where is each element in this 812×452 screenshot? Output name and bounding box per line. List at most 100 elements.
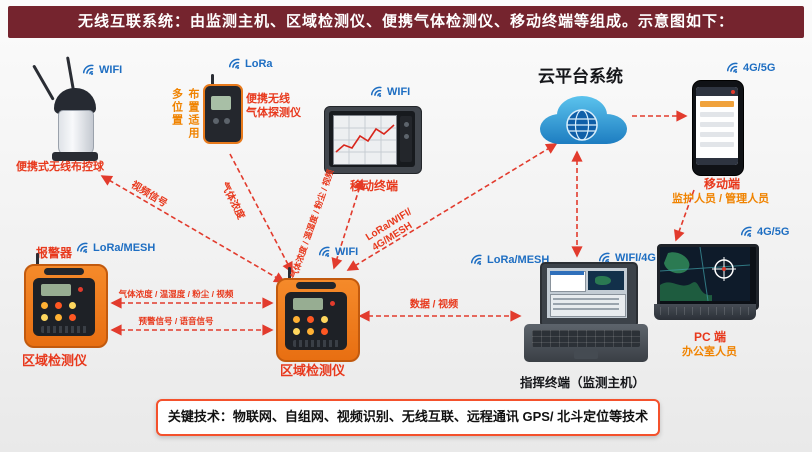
detector-handle [296,282,336,289]
edge-label-video-signal: 视频信号 [128,179,169,210]
key-technology-box: 关键技术：物联网、自组网、视频识别、无线互联、远程通讯 GPS/ 北斗定位等技术 [156,399,660,436]
gas-detector-button [213,118,219,124]
wifi-badge-center-detector: WIFI [318,246,358,258]
phone-row [700,101,734,107]
conn-label: LoRa [245,58,273,70]
4g5g-badge-phone: 4G/5G [726,62,775,74]
phone-label: 移动端 [704,177,741,191]
tablet-chart [333,115,397,165]
gas-detector-button [224,118,230,124]
conn-label: LoRa/MESH [93,242,156,254]
edge-label-warning-voice: 预警信号 / 语音信号 [138,316,214,326]
conn-label: WIFI [387,86,411,98]
indicator-light [321,328,328,335]
pc-device [652,244,759,328]
speaker-grill [293,340,339,347]
cloud-title: 云平台系统 [538,67,623,86]
indicator-light [293,316,300,323]
camera-dome [54,88,96,114]
map-window-blob [595,276,611,285]
pc-key-rows [660,307,750,315]
title-banner: 无线互联系统：由监测主机、区域检测仪、便携气体检测仪、移动终端等组成。示意图如下… [8,6,804,38]
detector-handle [44,268,84,275]
wifi-badge-ballcam: WIFI [82,64,122,76]
area-detector-left-label: 区域检测仪 [22,353,88,368]
speaker-grill [41,326,87,333]
area-detector-center-label: 区域检测仪 [280,363,346,378]
arrow-ballcam-detector [100,175,286,283]
area-detector-center-device [276,267,360,362]
terminal-keyboard [532,330,640,347]
lora-mesh-badge-terminal: LoRa/MESH [470,254,549,266]
conn-label: WIFI [335,246,359,258]
ball-camera-label: 便携式无线布控球 [16,161,104,173]
pc-screen [657,244,759,310]
phone-row [700,122,734,127]
chart-trace [334,116,396,164]
indicator-light [293,328,300,335]
wifi-icon [470,254,482,266]
gas-detector-body [203,84,243,144]
indicator-light [321,316,328,323]
status-led [330,301,335,306]
wifi-icon [370,86,382,98]
cloud-icon [540,96,627,144]
area-detector-left-device [24,253,108,348]
cloud-platform [534,86,630,148]
wifi-icon [318,246,330,258]
indicator-light [307,328,314,335]
indicator-light [55,314,62,321]
gas-detector-label-2: 气体探测仪 [246,107,301,119]
phone-device [692,80,744,176]
conn-label: 4G/5G [743,62,776,74]
antenna-icon [32,64,55,101]
lora-badge-gasdetector: LoRa [228,58,273,70]
placement-note-line2: 布置适用 [187,88,199,140]
phone-navbar [696,158,738,165]
edge-label-sensor-bundle-vertical: 气体浓度 / 温湿度 / 粉尘 / 视频 [288,168,336,280]
antenna-icon [36,253,39,266]
app-window-titlebar [550,271,584,275]
log-lines [553,298,619,311]
placement-note-line1: 多位置 [170,88,183,127]
tablet-side-button [404,122,409,127]
command-terminal-device [524,262,648,364]
terminal-display [547,268,627,318]
conn-label: LoRa/MESH [487,254,550,266]
indicator-light [41,302,48,309]
command-terminal-label: 指挥终端（监测主机） [520,376,646,390]
tablet-side-panel [400,116,412,162]
wifi-icon [740,226,752,238]
placement-note: 多位置 布置适用 [168,88,201,158]
conn-label: WIFI/4G [615,252,656,264]
phone-screen [696,87,738,165]
phone-statusbar [696,87,738,96]
pc-keyboard [654,304,756,320]
phone-row [700,112,734,117]
indicator-light [307,316,314,323]
antenna-icon [288,267,291,280]
pc-sub-label: 办公室人员 [682,346,737,358]
terminal-touchpad [574,350,598,359]
edge-label-sensor-bundle-horizontal: 气体浓度 / 温湿度 / 粉尘 / 视频 [118,289,234,299]
gas-detector-label-1: 便携无线 [246,93,290,105]
phone-sub-label: 监护人员 / 管理人员 [672,193,770,205]
antenna-icon [211,74,214,86]
gas-detector-device [203,74,243,144]
notification-dot [731,89,735,94]
mobile-terminal-device [324,106,422,174]
camera-base [52,152,98,161]
detector-screen [293,298,323,310]
4g5g-badge-pc: 4G/5G [740,226,789,238]
edge-label-data-video: 数据 / 视频 [409,299,459,311]
wifi-icon [726,62,738,74]
ball-camera-device [28,56,124,166]
alarm-label: 报警器 [36,246,73,260]
indicator-light [41,314,48,321]
mobile-terminal-label: 移动终端 [350,179,399,193]
wifi-icon [228,58,240,70]
lora-mesh-badge-alarm: LoRa/MESH [76,242,155,254]
detector-screen [41,284,71,296]
conn-label: 4G/5G [757,226,790,238]
